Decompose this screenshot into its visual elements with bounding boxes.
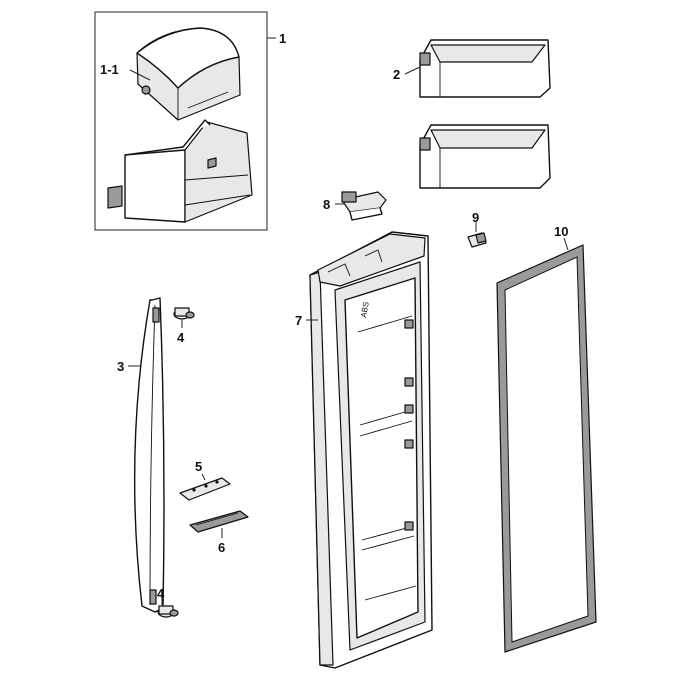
dairy-tray	[107, 119, 253, 223]
part-10-door-gasket[interactable]	[496, 244, 597, 653]
part-9-cap[interactable]	[467, 232, 487, 248]
part-6-gasket-pad[interactable]	[189, 510, 249, 533]
part-3-door-handle[interactable]	[133, 297, 165, 613]
callout-6: 6	[218, 540, 225, 555]
part-1-1-dairy-cover[interactable]	[136, 27, 241, 121]
callout-7: 7	[295, 313, 302, 328]
callout-4-upper: 4	[177, 330, 185, 345]
part-1-dairy-assembly[interactable]	[94, 11, 268, 231]
callout-3: 3	[117, 359, 124, 374]
callout-10: 10	[554, 224, 568, 239]
part-2-door-bin-lower[interactable]	[419, 124, 551, 189]
embossed-abs-mark: ABS	[359, 301, 371, 318]
callout-4-lower: 4	[157, 586, 165, 601]
part-2-door-bin-upper[interactable]	[419, 39, 551, 98]
callout-9: 9	[472, 210, 479, 225]
callout-8: 8	[323, 197, 330, 212]
part-4-screw-upper[interactable]	[173, 307, 195, 320]
part-4-screw-lower[interactable]	[157, 605, 179, 618]
callout-5: 5	[195, 459, 202, 474]
assembly-frame	[94, 11, 268, 231]
part-5-hinge-plate[interactable]	[179, 477, 231, 501]
callout-1-1: 1-1	[100, 62, 119, 77]
part-8-clip[interactable]	[341, 191, 387, 221]
callout-1: 1	[279, 31, 286, 46]
callout-2: 2	[393, 67, 400, 82]
part-7-door-assembly[interactable]: ABS	[309, 231, 433, 669]
